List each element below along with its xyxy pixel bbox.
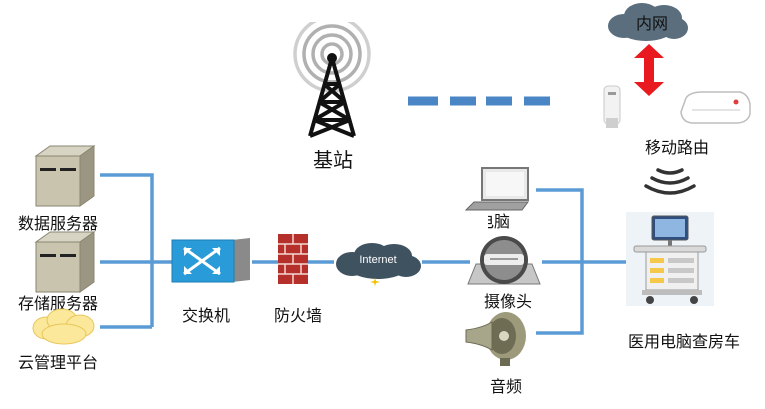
link-data-server [100, 173, 154, 327]
mobile-router-icon [680, 91, 751, 124]
firewall-label: 防火墙 [274, 306, 323, 325]
usb-dongle-icon [603, 85, 621, 128]
spark-icon [370, 278, 380, 286]
intranet-label: 内网 [636, 14, 669, 33]
data-server-label: 数据服务器 [18, 214, 99, 233]
laptop-label: 电脑 [488, 212, 510, 231]
firewall-icon [278, 234, 308, 284]
camera-icon [467, 236, 541, 285]
internet-label: Internet [359, 254, 397, 266]
base-station-label: 基站 [313, 148, 353, 172]
medical-cart-label: 医用电脑查房车 [628, 332, 741, 351]
camera-label: 摄像头 [484, 292, 533, 311]
data-server-icon [34, 145, 96, 207]
cloud-platform-label: 云管理平台 [18, 353, 99, 372]
base-station-node [284, 15, 380, 140]
internet-node: Internet [332, 242, 424, 282]
medical-cart-icon [626, 212, 714, 306]
cloud-icon [608, 3, 688, 41]
speaker-icon [465, 312, 526, 366]
intranet-node: 内网 [604, 2, 690, 44]
cloud-platform-icon [32, 308, 95, 345]
mobile-router-label: 移动路由 [645, 138, 710, 157]
radio-tower-icon [293, 15, 371, 138]
double-arrow-icon [634, 44, 664, 96]
internet-cloud-icon [336, 243, 421, 279]
wifi-waves-icon [644, 168, 696, 195]
audio-label: 音频 [490, 377, 523, 396]
switch-icon [171, 238, 250, 283]
storage-server-label: 存储服务器 [18, 294, 99, 313]
laptop-icon [464, 167, 529, 211]
switch-label: 交换机 [182, 306, 231, 325]
storage-server-icon [34, 231, 96, 293]
